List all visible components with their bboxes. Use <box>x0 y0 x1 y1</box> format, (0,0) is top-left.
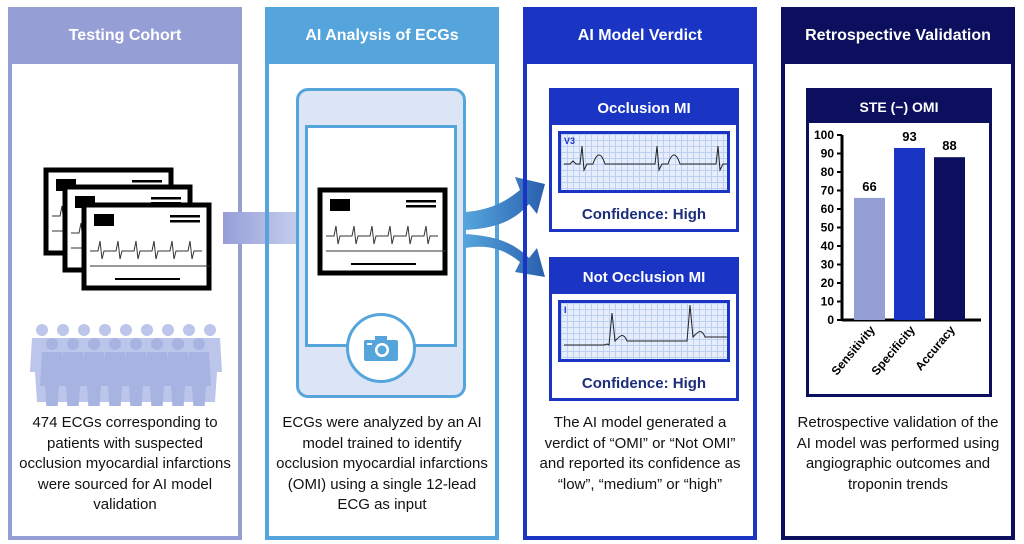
y-tick-label: 80 <box>821 165 835 179</box>
panel-description: 474 ECGs corresponding to patients with … <box>19 414 231 513</box>
ecg-stack-icon <box>43 167 222 311</box>
ecg-strip: V3 <box>558 131 730 193</box>
panel-testing-cohort: Testing Cohort 474 ECGs corresponding to… <box>8 7 242 540</box>
bar-accuracy <box>934 157 965 320</box>
y-tick-label: 70 <box>821 184 835 198</box>
connector-bar <box>223 212 298 244</box>
panel-description: ECGs were analyzed by an AI model traine… <box>276 414 488 513</box>
verdict-title: Not Occlusion MI <box>582 268 706 286</box>
phone-icon <box>296 88 466 398</box>
y-tick-label: 10 <box>821 295 835 309</box>
data-label: 88 <box>942 138 956 153</box>
panel-description: The AI model generated a verdict of “OMI… <box>539 414 741 493</box>
verdict-card-not-omi: Not Occlusion MI I Confidence: High <box>549 257 739 401</box>
panel-title: Retrospective Validation <box>781 7 1015 64</box>
confidence-label: Confidence: High <box>581 375 707 392</box>
y-tick-label: 0 <box>827 313 834 327</box>
panel-title: Testing Cohort <box>8 7 242 64</box>
camera-icon <box>364 336 398 361</box>
verdict-card-omi: Occlusion MI V3 Confidence: High <box>549 88 739 232</box>
panel-title: AI Analysis of ECGs <box>265 7 499 64</box>
y-tick-label: 50 <box>821 221 835 235</box>
ecg-card-icon <box>316 186 450 278</box>
bar-chart: 010203040506070809010066Sensitivity93Spe… <box>814 128 981 378</box>
y-tick-label: 20 <box>821 276 835 290</box>
data-label: 66 <box>862 179 876 194</box>
x-tick-label: Accuracy <box>912 323 958 374</box>
y-tick-label: 30 <box>821 258 835 272</box>
y-tick-label: 90 <box>821 147 835 161</box>
panel-ai-analysis: AI Analysis of ECGs ECGs were analyzed b… <box>265 7 499 540</box>
bar-sensitivity <box>854 197 885 320</box>
chart-title: STE (−) OMI <box>809 91 989 123</box>
bar-specificity <box>894 147 925 320</box>
y-tick-label: 60 <box>821 202 835 216</box>
panel-retrospective-validation: Retrospective Validation STE (−) OMI 0 10… <box>781 7 1015 540</box>
confidence-label: Confidence: High <box>581 206 707 223</box>
panel-title: AI Model Verdict <box>523 7 757 64</box>
panel-ai-verdict: AI Model Verdict Occlusion MI V3 Confide… <box>523 7 757 540</box>
data-label: 93 <box>902 129 916 144</box>
people-silhouettes-icon <box>30 324 222 406</box>
lead-label: V3 <box>564 136 576 146</box>
panel-description: Retrospective validation of the AI model… <box>796 414 1000 493</box>
verdict-title: Occlusion MI <box>597 99 691 117</box>
ecg-strip: I <box>558 300 730 362</box>
lead-label: I <box>564 305 567 315</box>
y-tick-label: 40 <box>821 239 835 253</box>
y-tick-label: 100 <box>814 128 834 142</box>
camera-button[interactable] <box>346 313 416 383</box>
